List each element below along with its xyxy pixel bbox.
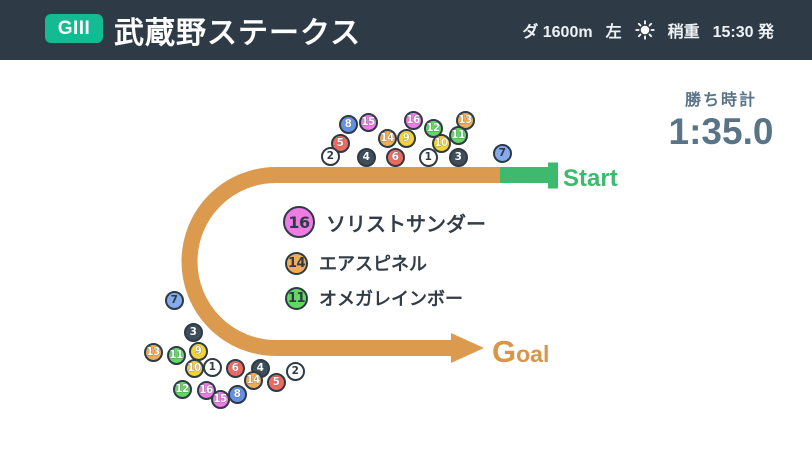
horse-marker-2: 2: [285, 361, 305, 381]
horse-name: ソリストサンダー: [326, 213, 486, 236]
winning-time-label: 勝ち時計: [684, 92, 757, 109]
track-path: [181, 167, 500, 356]
legend-item-16: 16 ソリストサンダー: [283, 206, 486, 238]
race-conditions: ダ 1600m 左 稍重 15:30 発: [522, 0, 774, 60]
horse-marker-3: 3: [448, 147, 468, 167]
winning-time-value: 1:35.0: [668, 111, 774, 152]
horse-marker-9: 9: [396, 128, 416, 148]
horse-marker-8: 8: [338, 114, 358, 134]
start-gate-icon: [548, 162, 558, 189]
horse-marker-9: 9: [188, 341, 208, 361]
horse-marker-10: 10: [431, 133, 451, 153]
horse-marker-12: 12: [423, 118, 443, 138]
goal-label: Goal: [492, 334, 550, 369]
grade-badge: GIII: [45, 14, 103, 43]
horse-number-badge-11: 11: [285, 286, 308, 310]
legend-item-11: 11 オメガレインボー: [285, 285, 463, 311]
horse-marker-15: 15: [210, 389, 230, 409]
horse-marker-6: 6: [225, 358, 245, 378]
horse-marker-8: 8: [227, 384, 247, 404]
track-going: 稍重: [667, 24, 700, 41]
start-label: Start: [563, 165, 618, 192]
goal-arrow-icon: [451, 333, 484, 363]
horse-marker-10: 10: [184, 358, 204, 378]
horse-marker-13: 13: [143, 342, 163, 362]
horse-marker-14: 14: [377, 128, 397, 148]
horse-marker-11: 11: [166, 345, 186, 365]
horse-marker-12: 12: [172, 379, 192, 399]
horse-name: エアスピネル: [319, 254, 427, 274]
horse-marker-7: 7: [164, 290, 184, 310]
horse-marker-6: 6: [385, 147, 405, 167]
horse-number-badge-16: 16: [283, 206, 315, 238]
race-title: 武蔵野ステークス: [114, 17, 362, 50]
sun-icon: [634, 20, 655, 40]
horse-marker-1: 1: [418, 147, 438, 167]
direction: 左: [605, 24, 622, 41]
legend-item-14: 14 エアスピネル: [285, 250, 427, 276]
horse-marker-11: 11: [448, 125, 468, 145]
start-time: 15:30 発: [712, 24, 774, 41]
horse-marker-16: 16: [196, 380, 216, 400]
start-bar: [500, 167, 548, 183]
horse-marker-3: 3: [183, 322, 203, 342]
horse-marker-14: 14: [243, 370, 263, 390]
horse-marker-15: 15: [358, 112, 378, 132]
horse-marker-16: 16: [403, 110, 423, 130]
surface-distance: ダ 1600m: [522, 24, 593, 41]
winning-time: 勝ち時計 1:35.0: [648, 86, 794, 153]
header: GIII 武蔵野ステークス ダ 1600m 左 稍重 15:30 発: [0, 0, 812, 60]
horse-name: オメガレインボー: [319, 289, 463, 309]
horse-marker-4: 4: [356, 147, 376, 167]
horse-marker-1: 1: [202, 357, 222, 377]
horse-number-badge-14: 14: [285, 251, 308, 275]
horse-marker-5: 5: [266, 372, 286, 392]
horse-marker-7: 7: [492, 143, 512, 163]
horse-marker-2: 2: [320, 146, 340, 166]
